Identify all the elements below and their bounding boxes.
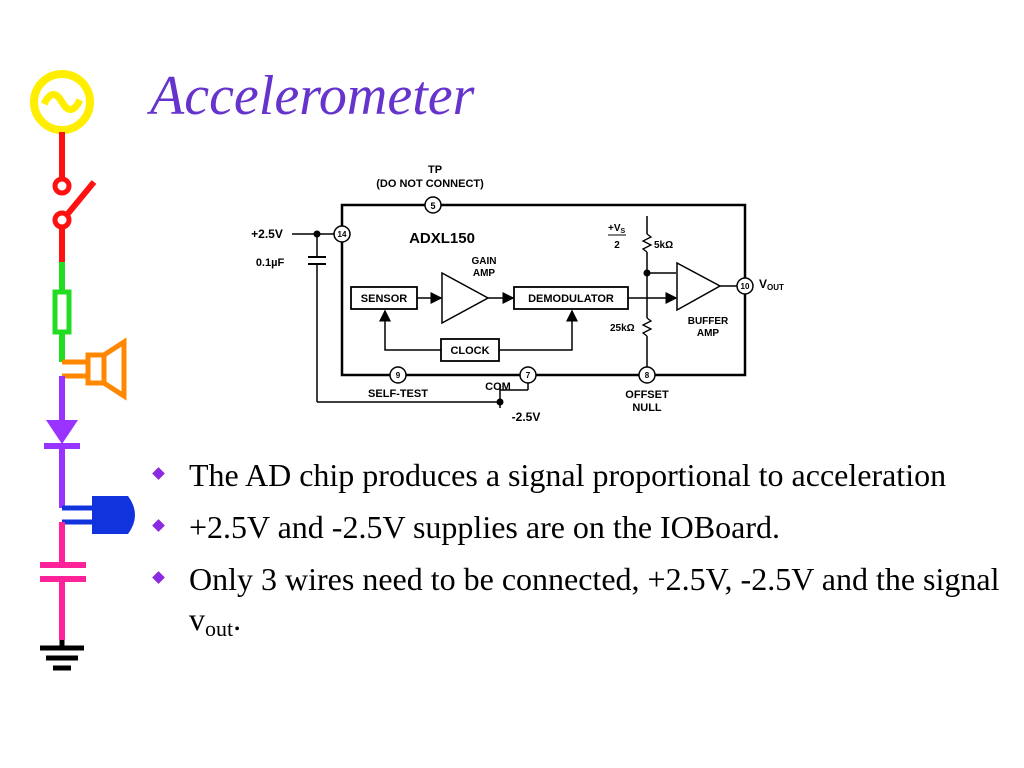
tp-label: TP [428,164,442,176]
offset-label: OFFSET [625,389,669,401]
bullet-item: Only 3 wires need to be connected, +2.5V… [152,559,1012,641]
vout-subscript: OUT [767,283,784,292]
capacitor-icon [40,522,86,640]
self-test-label: SELF-TEST [368,388,428,400]
r1-label: 5kΩ [654,240,673,251]
bullet-text: The AD chip produces a signal proportion… [189,457,947,493]
adxl150-schematic: TP (DO NOT CONNECT) 5 +2.5V 14 0.1µF -2.… [251,164,784,424]
switch-icon [52,132,97,262]
lamp-icon [62,496,135,534]
ac-source-icon [30,70,94,134]
sensor-label: SENSOR [361,293,408,305]
pin-circle [333,225,351,243]
clock-label: CLOCK [450,345,489,357]
buffer-amp-symbol [676,261,722,312]
pin-number: 8 [645,371,650,380]
gain-amp-label: GAIN [472,256,497,267]
minus-supply-label: -2.5V [512,410,541,424]
tp-note: (DO NOT CONNECT) [376,178,484,190]
clock-line [499,309,578,351]
diamond-bullet-icon [152,467,165,480]
com-label: COM [485,381,511,393]
slide-title: Accelerometer [150,65,475,127]
pin-number: 9 [396,371,401,380]
pin-circle [736,277,754,295]
pin-circle [638,366,656,384]
diode-icon [44,376,80,508]
pin-circle [424,196,442,214]
resistor-5k [641,233,653,253]
vout-subscript: out [205,616,234,641]
pin-number: 14 [338,230,347,239]
r2-label: 25kΩ [610,323,635,334]
bullet-item: +2.5V and -2.5V supplies are on the IOBo… [152,507,1012,547]
gain-amp-label: AMP [473,268,496,279]
chip-name: ADXL150 [409,230,475,247]
diamond-bullet-icon [152,571,165,584]
ground-icon [40,640,84,671]
pin-circle [389,366,407,384]
pin-number: 5 [430,201,435,211]
vs-label: +VS [608,223,626,235]
bullet-text: Only 3 wires need to be connected, +2.5V… [189,561,1000,637]
capacitor-label: 0.1µF [256,257,285,269]
circuit-decoration [30,70,135,671]
plus-supply-label: +2.5V [251,227,283,241]
resistor-25k [641,317,653,337]
bullet-item: The AD chip produces a signal proportion… [152,455,1012,495]
bullet-tail: . [233,601,242,637]
bullet-text: +2.5V and -2.5V supplies are on the IOBo… [189,509,780,545]
vs-subscript: S [621,228,626,235]
vout-label: VOUT [759,277,784,292]
speaker-icon [62,337,127,401]
pin-number: 7 [526,371,531,380]
vs-denominator: 2 [614,240,620,251]
fuse-icon [52,262,72,362]
pin-number: 10 [741,282,750,291]
demodulator-label: DEMODULATOR [528,293,614,305]
diamond-bullet-icon [152,519,165,532]
buffer-amp-label: BUFFER [688,316,729,327]
clock-line [379,309,441,351]
buffer-amp-label: AMP [697,328,720,339]
offset-label: NULL [632,402,662,414]
bullet-list: The AD chip produces a signal proportion… [152,455,1012,651]
gain-amp-symbol [441,271,490,325]
